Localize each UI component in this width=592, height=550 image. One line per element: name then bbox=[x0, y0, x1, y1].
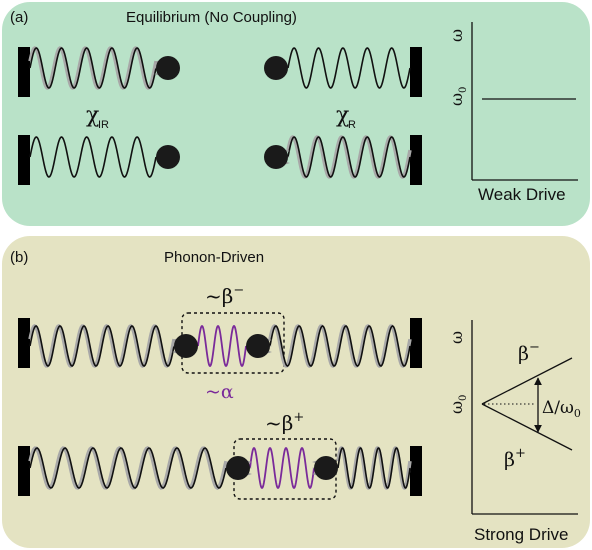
spring-a-bottom-left bbox=[29, 136, 157, 178]
svg-text:IR: IR bbox=[98, 119, 109, 131]
wall-a-top-left bbox=[18, 47, 30, 97]
panel-a-letter: (a) bbox=[10, 9, 28, 26]
spring-b-top-left bbox=[29, 325, 175, 367]
spring-b-top-right bbox=[269, 325, 411, 367]
wall-a-bottom-left bbox=[18, 135, 30, 185]
spring-b-bottom-right-ghost bbox=[336, 446, 412, 490]
panel-b-title: Phonon-Driven bbox=[164, 249, 264, 266]
wall-b-top-right bbox=[410, 318, 422, 368]
beta-plus-coupling-box bbox=[233, 438, 337, 500]
upper-branch-label: β− bbox=[518, 340, 540, 365]
wall-a-bottom-right bbox=[410, 135, 422, 185]
atom-b-top-left bbox=[174, 334, 198, 358]
beta-minus-box-label: ~β− bbox=[205, 283, 244, 308]
atom-a-bottom-left bbox=[156, 145, 180, 169]
plot-a-omega-axis-label: ω bbox=[447, 29, 466, 42]
weak-drive-plot: ω ω0 Weak Drive bbox=[447, 22, 578, 204]
atom-b-bottom-left bbox=[226, 456, 250, 480]
panel-a-background bbox=[2, 2, 590, 226]
lower-branch-label: β+ bbox=[504, 446, 526, 471]
spring-b-bottom-right bbox=[337, 447, 411, 489]
spring-b-bottom-left bbox=[29, 447, 227, 489]
atom-a-top-left bbox=[156, 56, 180, 80]
wall-b-bottom-left bbox=[18, 446, 30, 496]
panel-a-title: Equilibrium (No Coupling) bbox=[126, 9, 297, 26]
beta-plus-box-label: ~β+ bbox=[265, 410, 304, 435]
panel-b-letter: (b) bbox=[10, 249, 28, 266]
svg-text:χ: χ bbox=[86, 103, 99, 128]
spring-b-top-left-ghost bbox=[28, 323, 176, 369]
coupling-spring-b-bottom bbox=[249, 446, 315, 490]
plot-a-omega0-label: ω0 bbox=[447, 87, 469, 106]
alpha-label: ~α bbox=[205, 381, 234, 403]
spring-a-top-left bbox=[29, 47, 157, 89]
wall-b-top-left bbox=[18, 318, 30, 368]
spring-b-bottom-left-ghost bbox=[28, 445, 228, 491]
atom-b-top-right bbox=[246, 334, 270, 358]
splitting-label: Δ/ω0 bbox=[542, 398, 581, 420]
spring-b-top-right-ghost bbox=[268, 323, 412, 369]
atom-a-top-right bbox=[264, 56, 288, 80]
svg-text:ω0: ω0 bbox=[447, 395, 469, 414]
strong-drive-plot: ω ω0 β− β+ Δ/ω0 Strong Drive bbox=[447, 320, 581, 544]
wall-b-bottom-right bbox=[410, 446, 422, 496]
atom-b-bottom-right bbox=[314, 456, 338, 480]
chi-ir-label: χ IR bbox=[86, 103, 109, 131]
svg-text:χ: χ bbox=[336, 103, 349, 128]
chi-r-label: χ R bbox=[336, 103, 356, 131]
svg-text:R: R bbox=[348, 119, 356, 131]
spring-a-bottom-right-ghost bbox=[286, 135, 412, 179]
spring-a-top-left-ghost bbox=[28, 46, 158, 90]
upper-branch-line bbox=[481, 357, 573, 405]
plot-a-xlabel: Weak Drive bbox=[478, 185, 566, 204]
lower-branch-line bbox=[481, 403, 573, 451]
atom-a-bottom-right bbox=[264, 145, 288, 169]
wall-a-top-right bbox=[410, 47, 422, 97]
beta-minus-coupling-box bbox=[181, 312, 285, 374]
coupling-spring-b-top bbox=[197, 325, 247, 367]
plot-b-omega0-label: ω0 bbox=[447, 395, 469, 414]
spring-a-bottom-right bbox=[287, 136, 411, 178]
svg-text:ω0: ω0 bbox=[447, 87, 469, 106]
plot-b-omega-axis-label: ω bbox=[447, 331, 466, 344]
plot-b-xlabel: Strong Drive bbox=[474, 525, 568, 544]
spring-a-top-right bbox=[287, 47, 411, 89]
panel-b-background bbox=[2, 236, 590, 548]
